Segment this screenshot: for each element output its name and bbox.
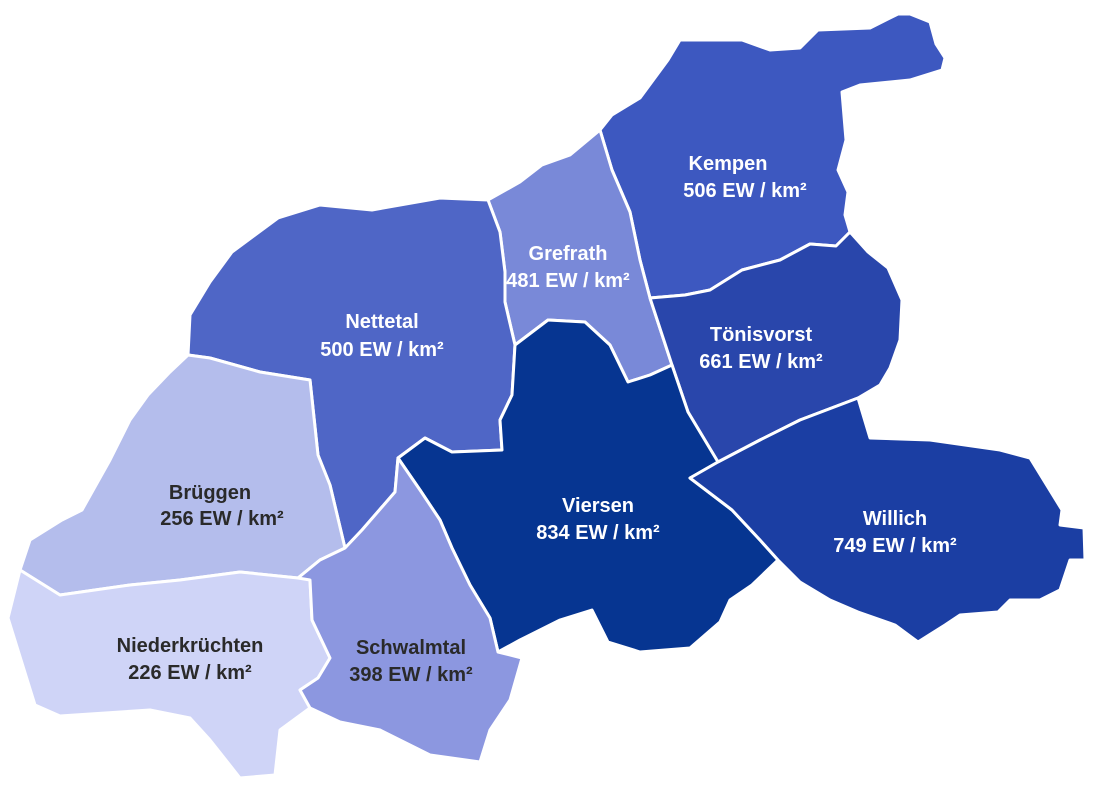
label-niederkruechten-name: Niederkrüchten [117,635,264,657]
label-grefrath: Grefrath 481 EW / km² [506,243,630,292]
label-willich-density: 749 EW / km² [833,535,957,557]
label-niederkruechten-density: 226 EW / km² [128,662,252,684]
label-toenisvorst: Tönisvorst 661 EW / km² [699,324,823,373]
label-viersen-density: 834 EW / km² [536,522,660,544]
label-schwalmtal: Schwalmtal 398 EW / km² [349,637,473,686]
region-viersen[interactable] [396,318,780,654]
label-kempen: Kempen 506 EW / km² [683,153,807,202]
region-kempen[interactable] [598,12,947,300]
label-niederkruechten: Niederkrüchten 226 EW / km² [117,635,264,684]
label-brueggen: Brüggen 256 EW / km² [160,482,284,530]
region-schwalmtal[interactable] [296,456,524,764]
label-viersen-name: Viersen [562,495,634,517]
label-schwalmtal-name: Schwalmtal [356,637,466,659]
label-grefrath-density: 481 EW / km² [506,270,630,292]
label-toenisvorst-density: 661 EW / km² [699,351,823,373]
label-nettetal-name: Nettetal [345,311,418,333]
label-willich-name: Willich [863,508,927,530]
label-brueggen-name: Brüggen [169,482,251,504]
region-brueggen[interactable] [18,353,347,597]
label-viersen: Viersen 834 EW / km² [536,495,660,544]
label-toenisvorst-name: Tönisvorst [710,324,813,346]
label-nettetal-density: 500 EW / km² [320,339,444,361]
label-kempen-name: Kempen [689,153,768,175]
region-willich[interactable] [688,396,1087,644]
label-schwalmtal-density: 398 EW / km² [349,664,473,686]
label-willich: Willich 749 EW / km² [833,508,957,557]
label-brueggen-density: 256 EW / km² [160,508,284,530]
label-nettetal: Nettetal 500 EW / km² [320,311,444,361]
label-kempen-density: 506 EW / km² [683,180,807,202]
label-grefrath-name: Grefrath [529,243,608,265]
